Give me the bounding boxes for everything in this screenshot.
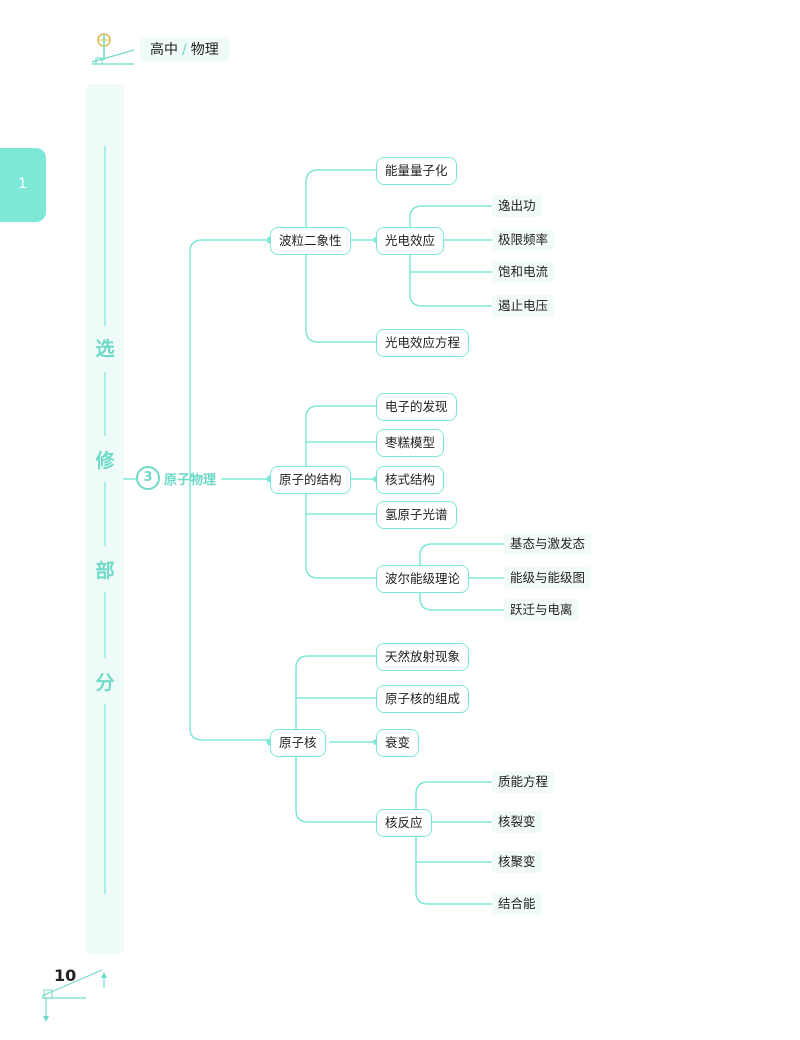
node-decay[interactable]: 衰变 bbox=[376, 729, 420, 757]
node-nucleus-composition[interactable]: 原子核的组成 bbox=[376, 685, 470, 713]
node-hydrogen-spectrum[interactable]: 氢原子光谱 bbox=[376, 501, 457, 529]
leaf-energy-levels[interactable]: 能级与能级图 bbox=[504, 567, 592, 589]
leaf-saturation-current[interactable]: 饱和电流 bbox=[492, 261, 555, 283]
section-banner: 选 修 部 分 bbox=[86, 84, 124, 954]
chapter-tab[interactable]: 1 bbox=[0, 148, 46, 222]
node-plum-pudding[interactable]: 枣糕模型 bbox=[376, 429, 445, 457]
physics-logo-icon bbox=[91, 33, 135, 65]
banner-char-3: 部 bbox=[95, 560, 115, 582]
node-quantization[interactable]: 能量量子化 bbox=[376, 157, 457, 185]
node-atomic-structure[interactable]: 原子的结构 bbox=[270, 466, 351, 494]
node-photoelectric[interactable]: 光电效应 bbox=[376, 227, 445, 255]
leaf-work-function[interactable]: 逸出功 bbox=[492, 195, 542, 217]
node-electron-discovery[interactable]: 电子的发现 bbox=[376, 393, 457, 421]
banner-char-4: 分 bbox=[95, 672, 115, 694]
leaf-transition-ionization[interactable]: 跃迁与电离 bbox=[504, 599, 579, 621]
page-number: 10 bbox=[54, 966, 77, 985]
leaf-mass-energy[interactable]: 质能方程 bbox=[492, 771, 555, 793]
root-topic-number: 3 bbox=[136, 466, 160, 490]
leaf-stopping-voltage[interactable]: 遏止电压 bbox=[492, 295, 555, 317]
root-topic-label: 原子物理 bbox=[164, 472, 217, 488]
leaf-ground-excited[interactable]: 基态与激发态 bbox=[504, 533, 592, 555]
banner-char-1: 选 bbox=[95, 338, 115, 360]
node-natural-radioactivity[interactable]: 天然放射现象 bbox=[376, 643, 470, 671]
node-wave-particle[interactable]: 波粒二象性 bbox=[270, 227, 351, 255]
page-corner-decoration-icon bbox=[41, 969, 107, 1022]
node-nuclear-model[interactable]: 核式结构 bbox=[376, 466, 445, 494]
node-photoelectric-equation[interactable]: 光电效应方程 bbox=[376, 329, 470, 357]
subject-level: 高中 bbox=[150, 42, 178, 58]
node-nucleus[interactable]: 原子核 bbox=[270, 729, 326, 757]
subject-name: 物理 bbox=[190, 42, 219, 58]
leaf-fusion[interactable]: 核聚变 bbox=[492, 851, 542, 873]
node-nuclear-reaction[interactable]: 核反应 bbox=[376, 809, 432, 837]
title-separator: / bbox=[182, 42, 187, 58]
banner-dividers bbox=[104, 146, 106, 894]
leaf-binding-energy[interactable]: 结合能 bbox=[492, 893, 542, 915]
leaf-fission[interactable]: 核裂变 bbox=[492, 811, 542, 833]
subject-title: 高中/物理 bbox=[140, 38, 229, 62]
chapter-tab-label: 1 bbox=[18, 176, 27, 192]
banner-char-2: 修 bbox=[95, 450, 115, 472]
node-bohr-theory[interactable]: 波尔能级理论 bbox=[376, 565, 470, 593]
leaf-threshold-frequency[interactable]: 极限频率 bbox=[492, 229, 555, 251]
